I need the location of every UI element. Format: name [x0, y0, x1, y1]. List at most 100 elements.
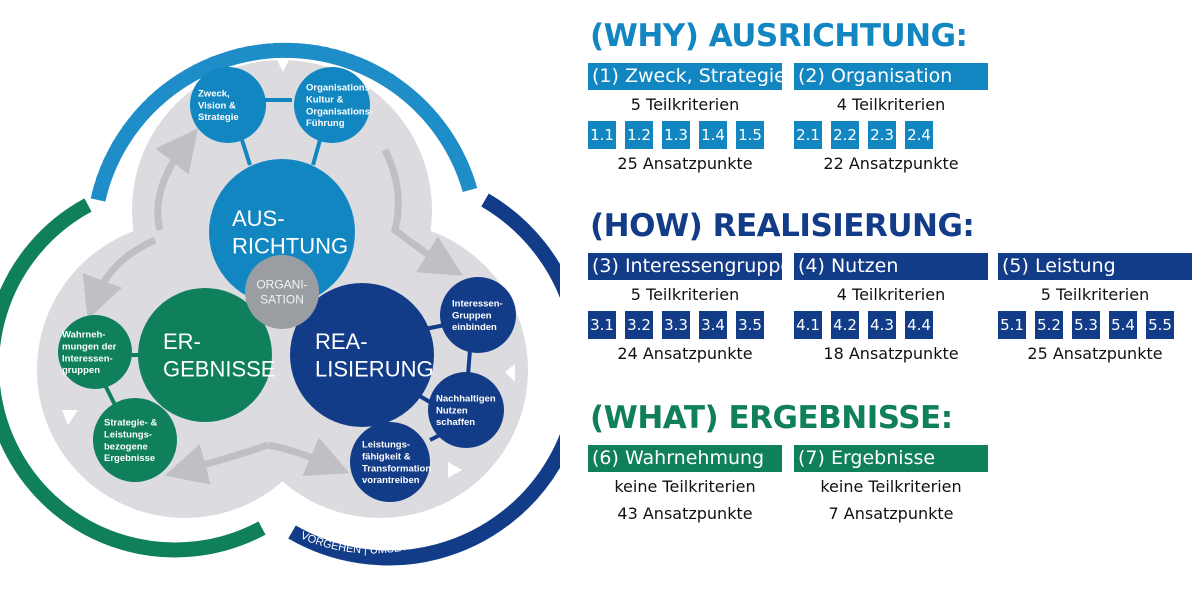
subcriterion-badge: 1.2	[625, 121, 653, 149]
subcriterion-badge: 4.2	[831, 311, 859, 339]
teilkriterien-count: keine Teilkriterien	[820, 477, 962, 496]
criterion-column: (6) Wahrnehmung keine Teilkriterien 43 Ans…	[588, 445, 782, 526]
criterion-column: (4) Nutzen 4 Teilkriterien 4.1 4.2 4.3 4.4 18 …	[794, 253, 988, 366]
leistung-label: Transformation	[362, 463, 431, 474]
strategie-label: Leistungs-	[104, 429, 152, 440]
subcriterion-badge: 3.5	[736, 311, 764, 339]
section-heading: (WHY) AUSRICHTUNG:	[590, 18, 968, 54]
criterion-label: (4) Nutzen	[794, 253, 988, 280]
leistung-label: Leistungs-	[362, 440, 410, 451]
nutzen-label: Nachhaltigen	[436, 393, 496, 404]
criterion-label: (6) Wahrnehmung	[588, 445, 782, 472]
strategie-label: Strategie- &	[104, 418, 157, 429]
strategie-label: bezogene	[104, 441, 148, 452]
subcriterion-badge: 5.5	[1146, 311, 1174, 339]
subcriterion-badge: 2.4	[905, 121, 933, 149]
section-heading: (HOW) REALISIERUNG:	[590, 208, 975, 244]
ergebnisse-label: GEBNISSE	[163, 356, 275, 381]
subcriterion-badge: 1.5	[736, 121, 764, 149]
interessen-label: Interessen-	[452, 298, 503, 309]
subcriterion-badge: 1.3	[662, 121, 690, 149]
subcriterion-badge: 3.3	[662, 311, 690, 339]
teilkriterien-count: 5 Teilkriterien	[630, 95, 740, 114]
leistung-circle	[350, 422, 430, 502]
wahrnehmung-label: Interessen-	[62, 353, 113, 364]
subcriterion-badge: 1.4	[699, 121, 727, 149]
nutzen-label: schaffen	[436, 417, 475, 428]
subcriterion-badge: 2.2	[831, 121, 859, 149]
realisierung-circle	[290, 283, 434, 427]
outer-arc-navy	[288, 193, 560, 566]
criterion-column: (3) Interessengruppen5 Teilkriterien3.13…	[588, 253, 782, 366]
ausrichtung-label: RICHTUNG	[232, 233, 348, 258]
subcriterion-badge: 5.2	[1035, 311, 1063, 339]
subcriterion-badge: 4.3	[868, 311, 896, 339]
ansatzpunkte-count: 25 Ansatzpunkte	[1027, 344, 1163, 363]
ergebnisse-circle	[138, 288, 272, 422]
teilkriterien-count: keine Teilkriterien	[614, 477, 756, 496]
ausrichtung-circle	[209, 159, 355, 305]
subcriterion-badge: 5.3	[1072, 311, 1100, 339]
teilkriterien-count: 5 Teilkriterien	[630, 285, 740, 304]
wahrnehmung-label: gruppen	[62, 365, 100, 376]
realisierung-label: REA-	[315, 329, 368, 354]
criterion-label: (1) Zweck, Strategie	[588, 63, 782, 90]
zweck-label: Zweck,	[198, 88, 230, 99]
organisation-circle	[245, 255, 319, 329]
leistung-label: vorantreiben	[362, 475, 420, 486]
realisierung-label: LISIERUNG	[315, 356, 434, 381]
outer-arc-green	[0, 198, 266, 558]
leistung-label: fähigkeit &	[362, 451, 411, 462]
subcriteria-row: 5.1 5.2 5.3 5.4 5.5	[998, 311, 1192, 339]
strategie-label: Ergebnisse	[104, 453, 155, 464]
nutzen-label: Nutzen	[436, 405, 468, 416]
interessen-label: einbinden	[452, 322, 497, 333]
criterion-label: (2) Organisation	[794, 63, 988, 90]
strategie-circle	[93, 398, 177, 482]
subcriterion-badge: 3.4	[699, 311, 727, 339]
teilkriterien-count: 4 Teilkriterien	[836, 285, 946, 304]
organisation-label: ORGANI-	[256, 278, 307, 292]
interessen-circle	[440, 277, 516, 353]
subcriterion-badge: 5.4	[1109, 311, 1137, 339]
outer-arc-blue	[90, 42, 478, 202]
efqm-model-diagram: VORGEHEN | UMSETZUNG | BEWERTUNG & VERBE…	[0, 41, 560, 566]
ansatzpunkte-count: 7 Ansatzpunkte	[828, 504, 954, 523]
kultur-label: Führung	[306, 118, 345, 129]
wahrnehmung-label: Wahrneh-	[62, 330, 105, 341]
subcriterion-badge: 3.1	[588, 311, 616, 339]
ansatzpunkte-count: 24 Ansatzpunkte	[617, 344, 753, 363]
subcriteria-row: 3.1 3.2 3.3 3.4 3.5	[588, 311, 782, 339]
subcriterion-badge: 2.1	[794, 121, 822, 149]
ergebnisse-label: ER-	[163, 329, 201, 354]
ausrichtung-label: AUS-	[232, 206, 285, 231]
zweck-label: Vision &	[198, 100, 236, 111]
white-triangles	[62, 58, 515, 478]
nutzen-circle	[428, 372, 504, 448]
subcriterion-badge: 4.1	[794, 311, 822, 339]
kultur-label: Organisations-	[306, 106, 373, 117]
wahrnehmung-label: mungen der	[62, 341, 117, 352]
subcriteria-row: 4.1 4.2 4.3 4.4	[794, 311, 988, 339]
organisation-label: SATION	[260, 293, 304, 307]
zweck-label: Strategie	[198, 112, 239, 123]
subcriterion-badge: 2.3	[868, 121, 896, 149]
criterion-label: (3) Interessengruppen	[588, 253, 782, 280]
ansatzpunkte-count: 18 Ansatzpunkte	[823, 344, 959, 363]
subcriterion-badge: 3.2	[625, 311, 653, 339]
subcriterion-badge: 4.4	[905, 311, 933, 339]
zweck-circle	[190, 67, 266, 143]
kultur-circle	[294, 67, 370, 143]
ansatzpunkte-count: 22 Ansatzpunkte	[823, 154, 959, 173]
section-heading: (WHAT) ERGEBNISSE:	[590, 400, 953, 436]
ansatzpunkte-count: 43 Ansatzpunkte	[617, 504, 753, 523]
subcriterion-badge: 5.1	[998, 311, 1026, 339]
ansatzpunkte-count: 25 Ansatzpunkte	[617, 154, 753, 173]
subcriteria-row: 2.1 2.2 2.3 2.4	[794, 121, 988, 149]
criterion-label: (5) Leistung	[998, 253, 1192, 280]
